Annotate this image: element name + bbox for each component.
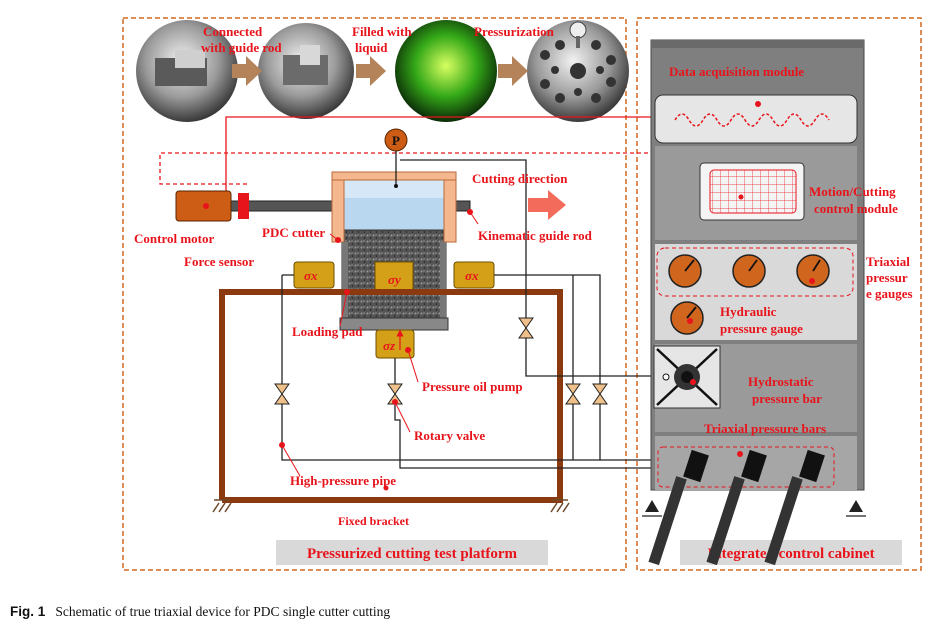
valves: [274, 317, 608, 405]
label-pdc-cutter: PDC cutter: [262, 225, 325, 240]
photo-strip: Connected with guide rod Filled with liq…: [136, 20, 629, 122]
photo-label-filled-2: liquid: [355, 40, 388, 55]
loading-pad-top: [374, 261, 414, 293]
pipe-top: [400, 159, 660, 377]
data-acquisition-module: [654, 94, 858, 144]
label-rotary-valve: Rotary valve: [414, 428, 485, 443]
rotary-valve: [387, 383, 403, 405]
label-hydraulic-gauge-1: Hydraulic: [720, 304, 777, 319]
label-control-motor: Control motor: [134, 231, 215, 246]
label-pressure-oil-pump: Pressure oil pump: [422, 379, 523, 394]
label-motion-cutting-2: control module: [814, 201, 898, 216]
pressure-gauge-symbol: P: [392, 133, 400, 148]
left-panel-border: [122, 17, 627, 571]
label-fixed-bracket: Fixed bracket: [338, 514, 409, 528]
triaxial-bars-group: [657, 446, 835, 488]
photo-label-pressurization: Pressurization: [474, 24, 555, 39]
signal-line-top: [225, 116, 655, 212]
fixed-bracket: [219, 289, 563, 503]
force-sensor: [238, 193, 249, 219]
label-motion-cutting-1: Motion/Cutting: [809, 184, 896, 199]
label-hydraulic-gauge-2: pressure gauge: [720, 321, 803, 336]
figure-caption-text: Schematic of true triaxial device for PD…: [55, 604, 391, 619]
photo-label-connected-1: Connected: [203, 24, 263, 39]
label-hydrostatic-bar-1: Hydrostatic: [748, 374, 814, 389]
valve-top: [518, 317, 534, 339]
label-cutting-direction: Cutting direction: [472, 171, 568, 186]
figure-number: Fig. 1: [10, 604, 46, 619]
right-panel-border: [636, 17, 922, 571]
label-kinematic-guide-rod: Kinematic guide rod: [478, 228, 593, 243]
left-panel-title: Pressurized cutting test platform: [307, 546, 518, 562]
sigma-x-left: σx: [304, 268, 318, 283]
label-force-sensor: Force sensor: [184, 254, 254, 269]
cutting-direction-arrow: [528, 190, 566, 220]
valve-left: [274, 383, 290, 405]
label-loading-pad: Loading pad: [292, 324, 363, 339]
control-cabinet: [642, 39, 866, 566]
schematic-diagram: Connected with guide rod Filled with liq…: [122, 17, 922, 571]
data-acq-wave: [674, 113, 830, 127]
right-panel-title: Integrated control cabinet: [707, 546, 874, 562]
photo-filled-with-liquid-2: [395, 20, 497, 122]
valve-right-1: [565, 383, 581, 405]
triaxial-gauges: [668, 254, 830, 335]
pipe-bottom: [394, 358, 660, 469]
label-triaxial-gauges-2: pressur: [866, 270, 908, 285]
label-triaxial-bars: Triaxial pressure bars: [704, 421, 826, 436]
pressure-chamber: [331, 171, 457, 331]
signal-line-second: [159, 152, 710, 197]
label-triaxial-gauges-3: e gauges: [866, 286, 913, 301]
sigma-x-right: σx: [465, 268, 479, 283]
photo-label-filled-1: Filled with: [352, 24, 412, 39]
sigma-z: σz: [383, 338, 396, 353]
label-high-pressure-pipe: High-pressure pipe: [290, 473, 396, 488]
triaxial-pressure-bars: [648, 449, 825, 566]
figure-caption: Fig. 1 Schematic of true triaxial device…: [10, 604, 390, 620]
photo-arrow-2: [356, 56, 386, 86]
valve-right-2: [592, 383, 608, 405]
label-hydrostatic-bar-2: pressure bar: [752, 391, 822, 406]
label-triaxial-gauges-1: Triaxial: [866, 254, 910, 269]
photo-arrow-1: [232, 56, 262, 86]
photo-label-connected-2: with guide rod: [201, 40, 282, 55]
photo-arrow-3: [498, 56, 528, 86]
sigma-y: σy: [388, 272, 401, 287]
pipe-left-loop: [281, 274, 600, 461]
label-data-acquisition-module: Data acquisition module: [669, 64, 804, 79]
pipe-right-x: [494, 274, 601, 460]
